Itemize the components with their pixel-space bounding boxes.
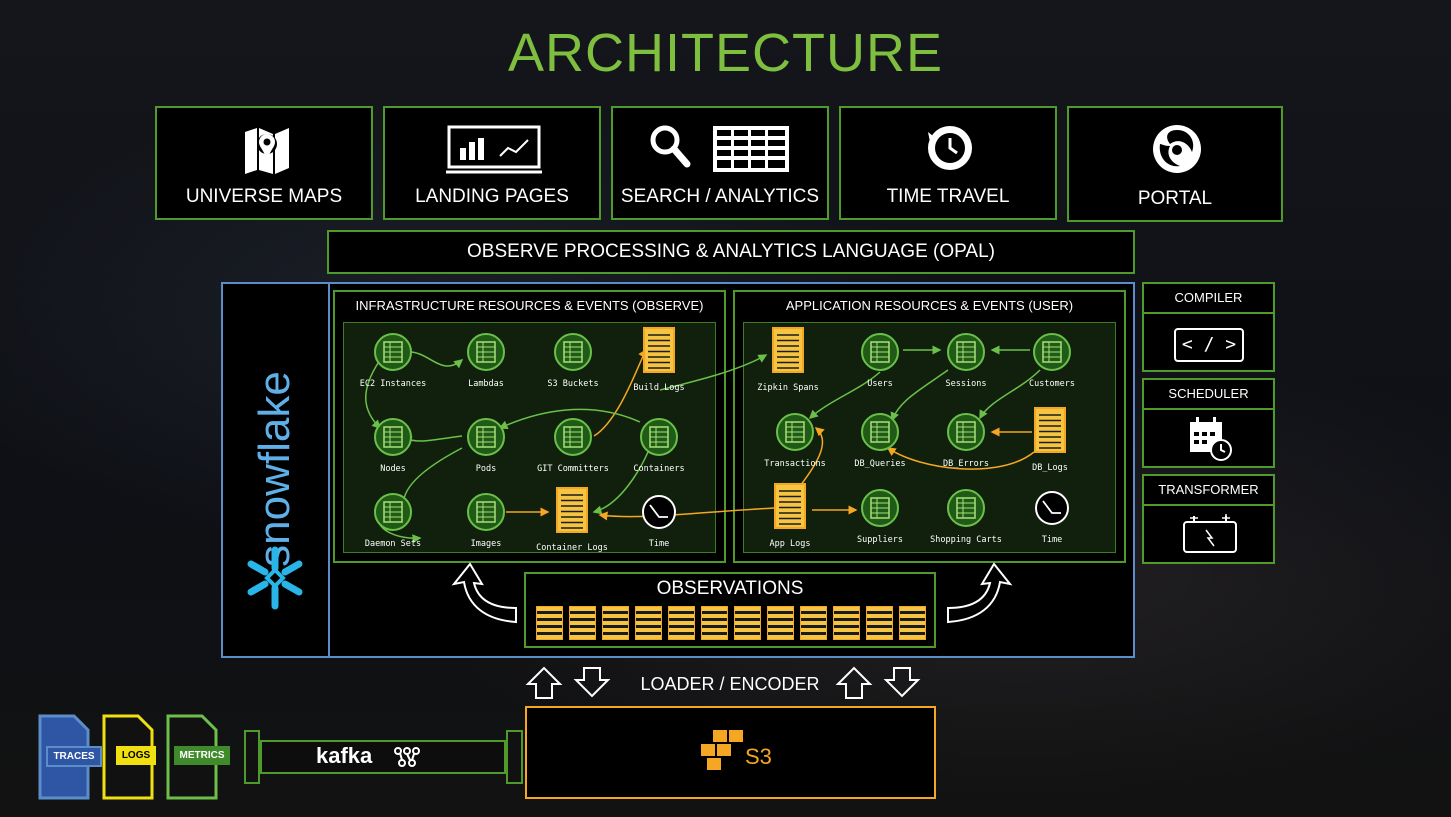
code-icon: < / > (1174, 328, 1244, 362)
observation-block (734, 606, 761, 640)
source-logs: LOGS (102, 714, 156, 800)
loader-label: LOADER / ENCODER (640, 674, 820, 694)
app-graph (743, 322, 1116, 553)
compiler-box[interactable]: COMPILER < / > (1142, 282, 1275, 372)
tile-portal[interactable]: PORTAL (1067, 106, 1283, 222)
aws-s3-cubes-icon (701, 730, 743, 770)
observation-block (536, 606, 563, 640)
kafka-logo-icon (394, 747, 420, 767)
observation-block (602, 606, 629, 640)
search-table-icon (650, 125, 789, 172)
app-panel: APPLICATION RESOURCES & EVENTS (USER) (733, 290, 1126, 563)
snowflake-sidebar: snowflake (223, 284, 330, 656)
transformer-box[interactable]: TRANSFORMER (1142, 474, 1275, 564)
s3-box: S3 (525, 706, 936, 799)
tile-universe-maps[interactable]: UNIVERSE MAPS (155, 106, 373, 220)
source-traces: TRACES (38, 714, 102, 800)
loader-arrows-left-icon (525, 666, 611, 699)
observation-block (668, 606, 695, 640)
snowflake-wordmark: snowflake (250, 371, 299, 567)
portal-swirl-icon (1153, 125, 1201, 173)
history-clock-icon (928, 126, 972, 170)
source-label: METRICS (174, 746, 230, 765)
compiler-label: COMPILER (1144, 284, 1273, 314)
tile-search-analytics[interactable]: SEARCH / ANALYTICS (611, 106, 829, 220)
tile-label: PORTAL (1137, 188, 1213, 209)
observation-block (635, 606, 662, 640)
observations-box: OBSERVATIONS (524, 572, 936, 648)
tile-label: SEARCH / ANALYTICS (620, 186, 820, 207)
map-pin-icon (245, 128, 289, 174)
observation-block (767, 606, 794, 640)
observation-block (569, 606, 596, 640)
tile-label: LANDING PAGES (415, 186, 569, 207)
observation-block (899, 606, 926, 640)
tile-time-travel[interactable]: TIME TRAVEL (839, 106, 1057, 220)
dashboard-chart-icon (446, 125, 542, 174)
tile-label: TIME TRAVEL (886, 186, 1010, 207)
observation-block (800, 606, 827, 640)
observation-block (701, 606, 728, 640)
app-header: APPLICATION RESOURCES & EVENTS (USER) (785, 298, 1074, 313)
snowflake-logo-icon (247, 546, 303, 610)
flow-arrow-left-icon (451, 562, 517, 624)
infra-graph (343, 322, 716, 553)
infra-panel: INFRASTRUCTURE RESOURCES & EVENTS (OBSER… (333, 290, 726, 563)
opal-label: OBSERVE PROCESSING & ANALYTICS LANGUAGE … (467, 241, 995, 262)
source-metrics: METRICS (166, 714, 230, 800)
s3-label: S3 (745, 744, 772, 769)
opal-bar: OBSERVE PROCESSING & ANALYTICS LANGUAGE … (327, 230, 1135, 274)
observation-block (833, 606, 860, 640)
loader-arrows-right-icon (835, 666, 921, 699)
kafka-label: kafka (316, 743, 373, 768)
infra-header: INFRASTRUCTURE RESOURCES & EVENTS (OBSER… (355, 298, 704, 313)
kafka-pipe: kafka (244, 730, 523, 784)
observations-label: OBSERVATIONS (656, 578, 804, 599)
scheduler-label: SCHEDULER (1144, 380, 1273, 410)
scheduler-box[interactable]: SCHEDULER (1142, 378, 1275, 468)
tile-landing-pages[interactable]: LANDING PAGES (383, 106, 601, 220)
source-label: TRACES (46, 746, 102, 767)
calendar-clock-icon (1190, 417, 1232, 461)
source-label: LOGS (116, 746, 156, 765)
observation-block (866, 606, 893, 640)
transformer-label: TRANSFORMER (1144, 476, 1273, 506)
slide-title: ARCHITECTURE (507, 23, 943, 83)
flow-arrow-right-icon (947, 562, 1013, 624)
tile-label: UNIVERSE MAPS (185, 186, 343, 207)
battery-charge-icon (1183, 514, 1237, 553)
